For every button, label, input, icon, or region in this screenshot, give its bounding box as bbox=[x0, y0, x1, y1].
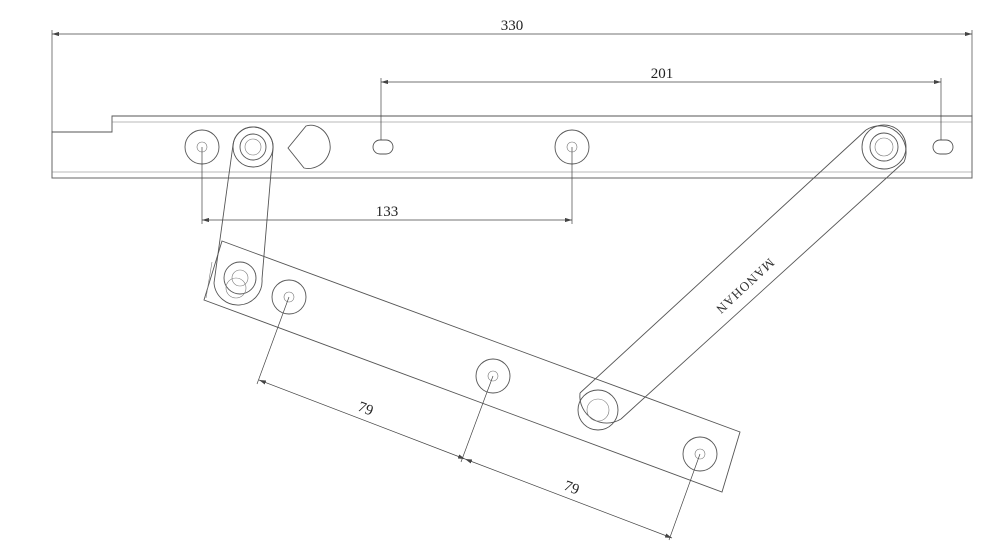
dimension-overall: 330 bbox=[51, 18, 973, 132]
dimension-arm-spacing-2-label: 79 bbox=[562, 478, 582, 498]
track-slot-2 bbox=[932, 139, 954, 155]
sash-hole-2 bbox=[475, 358, 511, 394]
track-slot-1 bbox=[372, 139, 394, 155]
brand-label: MANOHAN bbox=[713, 255, 778, 317]
short-link-arm bbox=[213, 126, 274, 306]
dimension-slot-spacing: 201 bbox=[380, 66, 942, 140]
sash-pivot-left bbox=[223, 261, 257, 299]
dimension-arm-spacing-1-label: 79 bbox=[356, 399, 376, 419]
track-stop-block bbox=[287, 124, 331, 169]
dimension-slot-spacing-label: 201 bbox=[651, 66, 674, 82]
dimension-overall-label: 330 bbox=[501, 18, 524, 34]
dimension-pivot-spacing: 133 bbox=[201, 147, 573, 224]
sash-hole-3 bbox=[682, 436, 718, 472]
top-track bbox=[51, 115, 973, 179]
track-pivot-right bbox=[861, 124, 907, 170]
stay-arm-pivot bbox=[577, 389, 619, 431]
dimension-pivot-spacing-label: 133 bbox=[376, 204, 399, 220]
dimension-arm-spacing-1: 79 bbox=[256, 296, 494, 463]
dimension-arm-spacing-2: 79 bbox=[464, 453, 701, 541]
stay-arm bbox=[579, 125, 907, 424]
sash-arm-bar bbox=[203, 240, 741, 493]
sash-hole-1 bbox=[271, 279, 307, 315]
